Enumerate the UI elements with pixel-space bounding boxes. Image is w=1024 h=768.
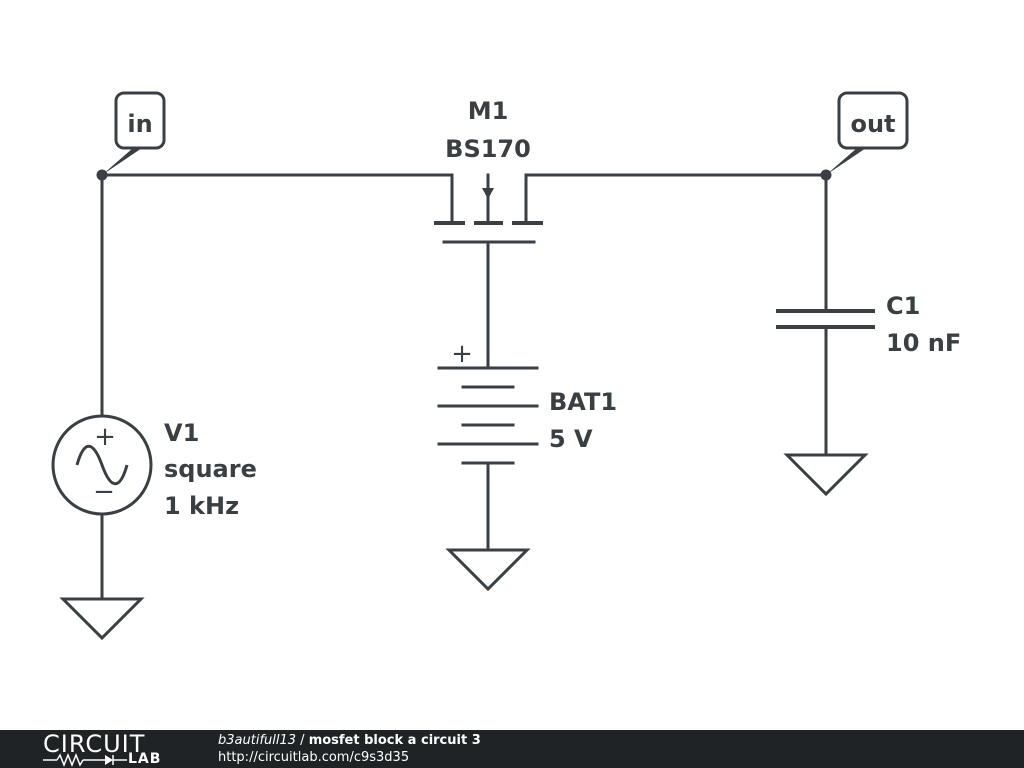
logo-lab-text: LAB	[128, 751, 162, 767]
logo-resistor-diode-icon	[43, 753, 127, 767]
bat-name: BAT1	[549, 388, 617, 416]
circuitlab-logo: CIRCUIT	[43, 730, 146, 758]
circuit-credit: b3autifull13 / mosfet block a circuit 3 …	[218, 732, 481, 766]
bat-value: 5 V	[549, 425, 593, 453]
circuit-title: mosfet block a circuit 3	[308, 733, 481, 748]
footer-bar: CIRCUIT LAB b3autifull13 / mosfet block …	[0, 730, 1024, 768]
v1-frequency: 1 kHz	[164, 492, 239, 520]
author-link[interactable]: b3autifull13	[218, 733, 297, 748]
v1-plus-sign: +	[94, 422, 116, 452]
capacitor-c1: C1 10 nF	[776, 173, 961, 457]
voltage-source-v1: + − V1 square 1 kHz	[51, 173, 257, 601]
m1-name: M1	[468, 97, 509, 125]
ground-c1-icon	[783, 453, 869, 497]
node-out: out	[820, 91, 909, 181]
c1-name: C1	[886, 292, 920, 320]
credit-separator: /	[296, 733, 309, 748]
circuit-schematic: in out M1 BS170 + BAT1 5 V	[51, 91, 961, 641]
circuit-url[interactable]: http://circuitlab.com/c9s3d35	[218, 750, 410, 765]
bat-plus-sign: +	[451, 339, 473, 369]
out-flag-label: out	[850, 110, 895, 138]
sine-wave-icon	[75, 444, 129, 486]
m1-part: BS170	[445, 135, 531, 163]
node-in: in	[96, 91, 166, 181]
v1-type: square	[164, 455, 257, 483]
battery-bat1: + BAT1 5 V	[437, 339, 617, 552]
ground-battery-icon	[445, 548, 531, 592]
c1-value: 10 nF	[886, 329, 961, 357]
mosfet-m1: M1 BS170	[434, 97, 543, 368]
v1-minus-sign: −	[93, 477, 115, 507]
ground-v1-icon	[59, 597, 145, 641]
v1-name: V1	[164, 419, 199, 447]
in-flag-label: in	[127, 110, 152, 138]
